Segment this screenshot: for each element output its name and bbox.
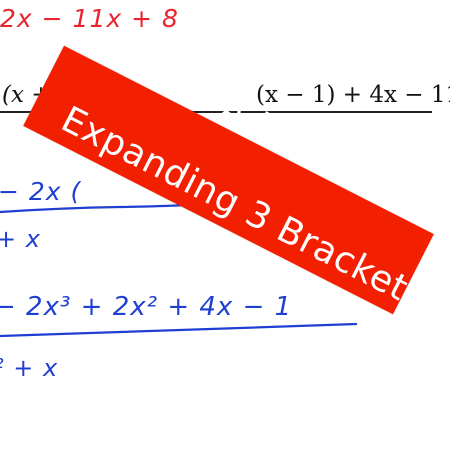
equation-underline [0, 111, 432, 113]
handwritten-red-expression: 2x − 11x + 8 [0, 4, 179, 33]
handwritten-blue-line-2: + x [0, 225, 41, 253]
equation-fragment-right: (x − 1) + 4x − 11 [256, 82, 450, 108]
blue-working-underline-2 [0, 322, 358, 338]
handwritten-blue-line-1: − 2x ( [0, 177, 82, 206]
handwritten-blue-line-4: ² + x [0, 354, 59, 382]
blue-working-underline-1 [0, 202, 202, 214]
handwritten-blue-line-3: − 2x³ + 2x² + 4x − 1 [0, 292, 293, 322]
